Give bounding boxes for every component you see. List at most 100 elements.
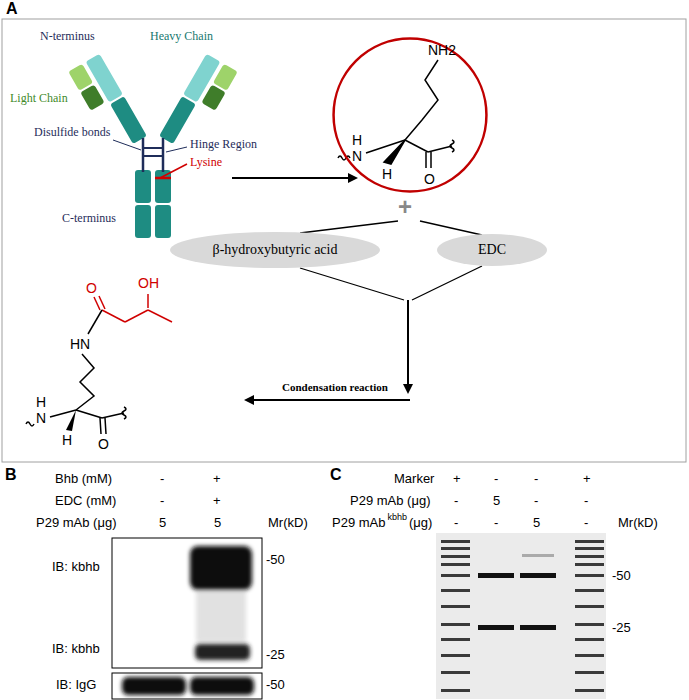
reagent-connectors-part [412, 266, 482, 300]
product-structure-part [147, 294, 149, 308]
lysine-structure-part [405, 60, 438, 140]
western-blot-part [112, 673, 262, 699]
part-label: Heavy Chain [150, 30, 213, 44]
atom-label: N [36, 410, 46, 426]
sds-gel [436, 533, 606, 699]
sds-gel-part-part [575, 540, 604, 543]
lane-value: + [213, 472, 221, 487]
antibody-illustration-part-part [201, 85, 225, 111]
reagent-connectors-part [407, 300, 409, 392]
antibody-illustration-part [155, 177, 171, 180]
mw-header: Mr(kD) [268, 516, 308, 531]
part-label: C-terminus [62, 212, 116, 226]
panel-letter: A [6, 0, 18, 18]
sds-gel-part-part [575, 638, 604, 641]
antibody-illustration-part-part [68, 64, 93, 91]
lane-value: + [583, 472, 591, 487]
sds-gel-part-part [522, 554, 554, 557]
antibody-illustration-part-part [159, 96, 196, 144]
product-structure [26, 294, 172, 434]
lane-value: - [534, 494, 538, 509]
product-structure-part [148, 310, 172, 322]
reagent-ellipse: β-hydroxybutyric acid [170, 232, 380, 268]
lane-value: - [454, 494, 458, 509]
lane-value: - [584, 516, 588, 531]
mw-marker: -25 [266, 648, 285, 663]
lysine-structure-part [405, 140, 428, 152]
antibody-illustration-part [155, 205, 171, 238]
structure-circle: NH2HNHO [332, 37, 488, 193]
lysine-structure-part [428, 146, 452, 152]
lane-value: - [494, 516, 498, 531]
panel-letter: C [330, 466, 342, 484]
part-label: Light Chain [10, 92, 68, 106]
mw-header: Mr(kD) [618, 516, 658, 531]
lane-value: 5 [159, 516, 166, 531]
plus-sign: + [398, 193, 412, 221]
sds-gel-part-part [575, 547, 604, 550]
product-structure-part [99, 296, 105, 309]
reagent-connectors-part [300, 268, 404, 300]
antibody-illustration-part [160, 164, 187, 178]
antibody-illustration-part [155, 170, 171, 203]
product-structure-part [50, 410, 76, 417]
lane-value: - [584, 494, 588, 509]
mw-marker: -50 [266, 553, 285, 568]
atom-label: H [382, 166, 392, 182]
row-header: P29 mAb [332, 516, 385, 531]
panel-border [2, 19, 686, 462]
sds-gel-part-part [575, 563, 604, 566]
row-header: Marker [394, 472, 434, 487]
antibody-illustration-part [113, 140, 141, 150]
antibody-illustration-part-part [213, 64, 238, 91]
sds-gel-part-part [441, 574, 470, 577]
antibody-illustration-part [135, 205, 151, 238]
western-blot-part [190, 546, 252, 590]
western-blot-part [122, 677, 186, 695]
sds-gel-part-part [575, 555, 604, 558]
row-header: P29 mAb (μg) [36, 516, 116, 531]
node-outline [332, 37, 488, 193]
product-structure-part [88, 310, 102, 334]
sds-gel-part-part [575, 689, 604, 692]
product-structure-part [76, 410, 102, 418]
product-structure-part [100, 418, 101, 434]
lane-value: 5 [214, 516, 221, 531]
part-label: Disulfide bonds [34, 126, 110, 140]
lane-value: - [160, 472, 164, 487]
lysine-structure-part [450, 140, 454, 152]
product-structure-part [102, 413, 124, 418]
part-label: Hinge Region [190, 138, 257, 152]
reagent-name: β-hydroxybutyric acid [213, 242, 338, 258]
antibody-illustration-part-part [110, 96, 147, 144]
lane-value: - [454, 516, 458, 531]
lane-value: 5 [533, 516, 540, 531]
atom-label: H [36, 394, 46, 410]
antibody-illustration-part-part [80, 85, 104, 111]
sds-gel-part-part [441, 671, 470, 674]
product-structure-part [94, 297, 100, 310]
node-shape [437, 234, 547, 266]
sds-gel-part-part [575, 589, 604, 592]
sds-gel-part-part [478, 625, 514, 630]
atom-label: HN [70, 336, 90, 352]
sds-gel-part [436, 533, 606, 699]
mw-marker: -50 [266, 678, 285, 693]
western-blot-part [112, 538, 262, 668]
lane-value: - [494, 472, 498, 487]
product-structure-part [122, 407, 126, 419]
row-header: (μg) [409, 516, 432, 531]
reaction-label: Condensation reaction [282, 381, 388, 394]
atom-label: O [98, 436, 109, 452]
reagent-connectors-part [300, 221, 398, 233]
sds-gel-part-part [441, 589, 470, 592]
sds-gel-part-part [441, 654, 470, 657]
sds-gel-part-part [520, 625, 556, 630]
product-structure-part [66, 410, 76, 431]
product-structure-part [26, 422, 34, 426]
lane-value: + [453, 472, 461, 487]
lysine-structure-part [384, 140, 405, 164]
reagent-connectors-part [246, 399, 410, 401]
blot-label: IB: kbhb [52, 560, 100, 575]
